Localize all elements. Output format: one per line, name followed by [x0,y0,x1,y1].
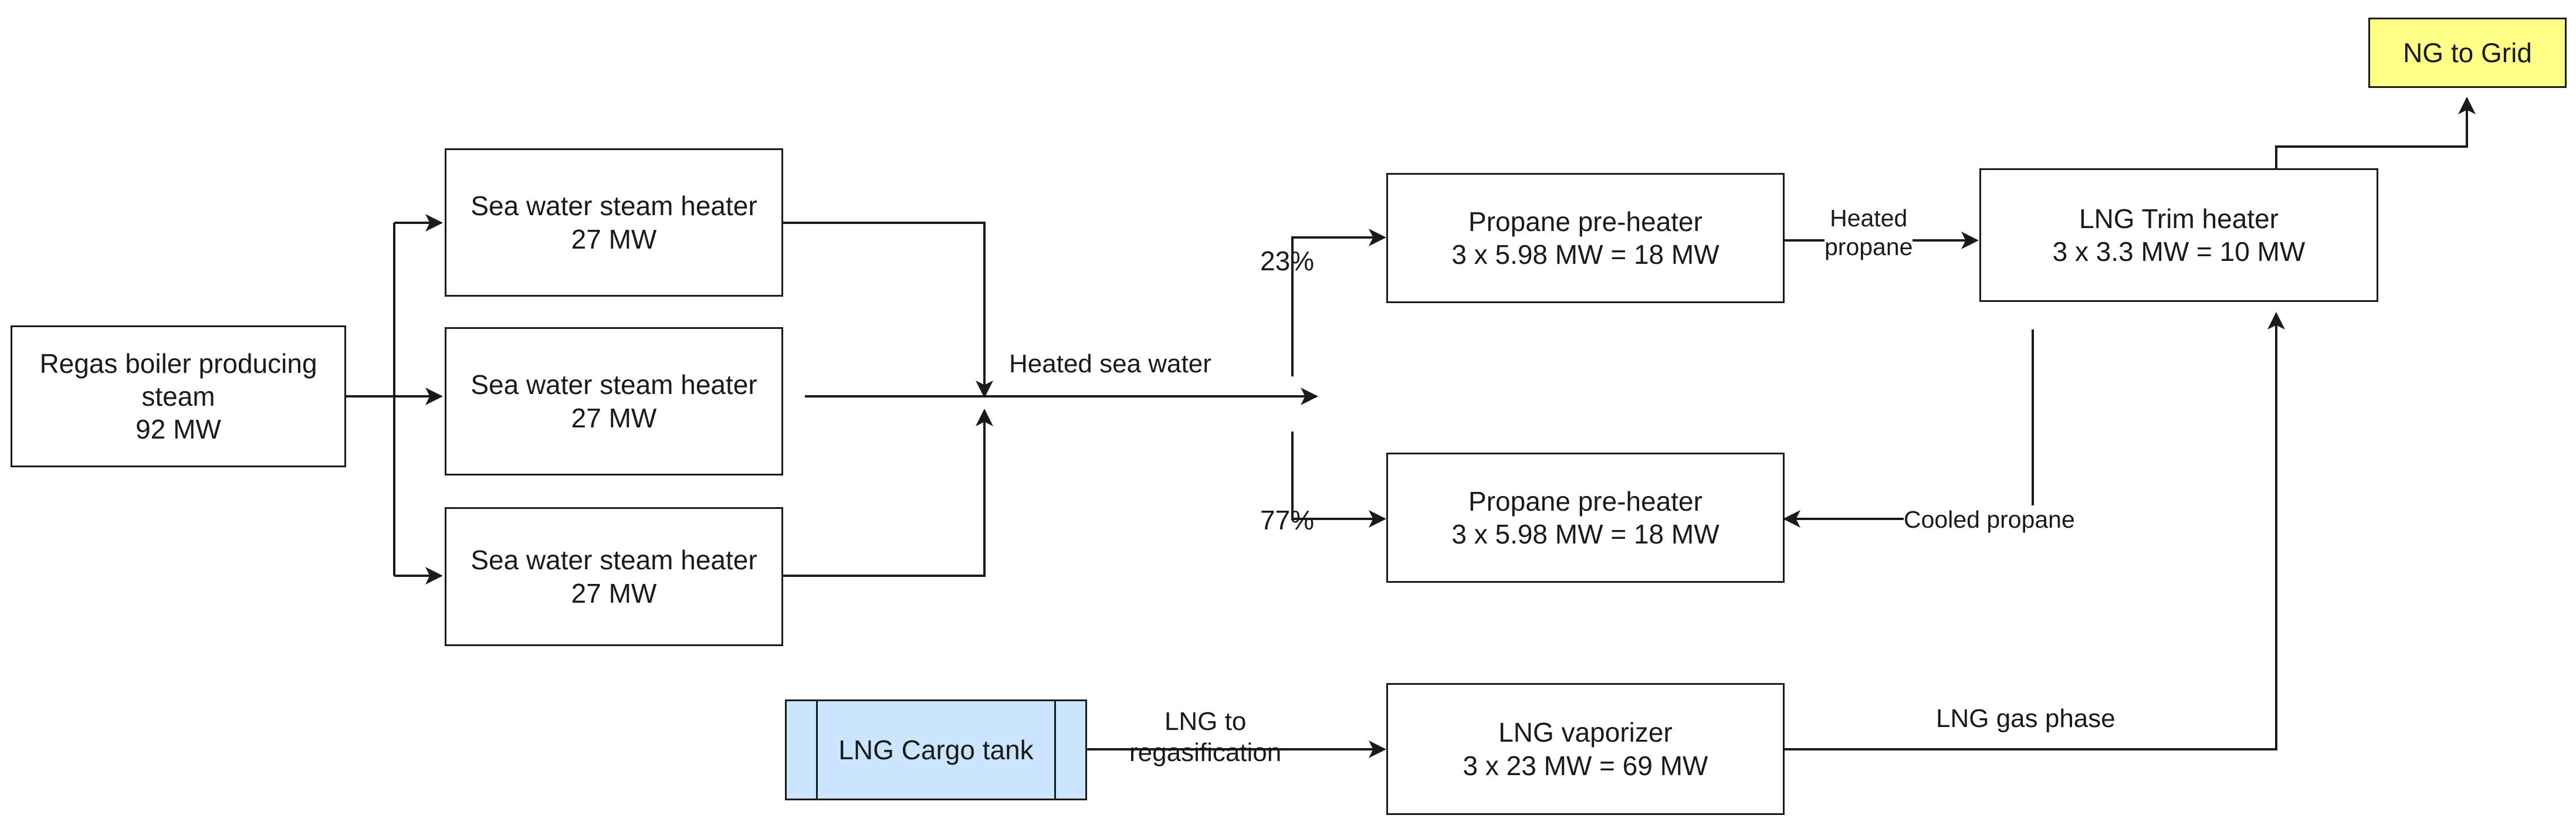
preheater-top-name: Propane pre-heater [1468,206,1702,237]
heated-propane-label: Heated propane [1824,204,1913,262]
regas-boiler-box: Regas boiler producing steam 92 MW [11,325,346,467]
edge-split-to-bottom [1291,432,1386,528]
ng-to-grid-label: NG to Grid [2403,37,2532,68]
edge-gas-phase [1785,312,2285,750]
propane-preheater-bottom-box: Propane pre-heater 3 x 5.98 MW = 18 MW [1386,453,1785,583]
sea-water-heater-1-box: Sea water steam heater 27 MW [445,148,783,297]
heated-sea-water-label: Heated sea water [1009,349,1211,378]
regas-boiler-line1: Regas boiler producing [39,348,317,379]
lng-cargo-tank-box: LNG Cargo tank [785,699,1087,800]
heated-propane-line2: propane [1824,233,1913,261]
heater-3-name: Sea water steam heater [470,545,757,576]
sea-water-heater-3-box: Sea water steam heater 27 MW [445,507,783,646]
edge-heater3-to-mix [783,409,993,577]
lng-gas-phase-label: LNG gas phase [1936,704,2115,733]
edge-trim-to-grid [2275,97,2476,168]
sea-water-heater-2-box: Sea water steam heater 27 MW [445,327,783,475]
heater-3-power: 27 MW [571,578,657,609]
ng-to-grid-box: NG to Grid [2368,18,2567,88]
trim-heater-power: 3 x 3.3 MW = 10 MW [2052,236,2306,267]
regas-boiler-line2: steam [141,381,215,412]
lng-to-line2: regasification [1129,738,1282,767]
lng-to-line1: LNG to [1164,707,1247,736]
propane-preheater-top-box: Propane pre-heater 3 x 5.98 MW = 18 MW [1386,173,1785,303]
vaporizer-power: 3 x 23 MW = 69 MW [1463,750,1708,781]
heated-propane-line1: Heated [1830,205,1908,232]
cargo-tank-label: LNG Cargo tank [838,734,1034,765]
heater-1-power: 27 MW [571,223,657,254]
trim-heater-name: LNG Trim heater [2079,203,2279,234]
preheater-bottom-power: 3 x 5.98 MW = 18 MW [1451,519,1719,549]
split-77-percent-label: 77% [1260,505,1315,535]
tank-left-divider [816,701,818,799]
edge-cooled-propane [1783,330,2034,528]
lng-trim-heater-box: LNG Trim heater 3 x 3.3 MW = 10 MW [1979,168,2378,302]
heater-2-name: Sea water steam heater [470,369,757,400]
lng-vaporizer-box: LNG vaporizer 3 x 23 MW = 69 MW [1386,683,1785,815]
lng-to-regasification-label: LNG to regasification [1129,706,1281,769]
edge-heater1-to-mix [783,222,993,398]
regas-boiler-line3: 92 MW [136,414,221,445]
heater-2-power: 27 MW [571,402,657,433]
vaporizer-name: LNG vaporizer [1498,717,1673,748]
tank-right-divider [1054,701,1056,799]
heater-1-name: Sea water steam heater [470,191,757,222]
preheater-bottom-name: Propane pre-heater [1468,485,1702,517]
cooled-propane-label: Cooled propane [1904,505,2075,535]
split-23-percent-label: 23% [1260,246,1315,276]
preheater-top-power: 3 x 5.98 MW = 18 MW [1451,239,1719,270]
edge-split-to-top [1291,229,1386,376]
